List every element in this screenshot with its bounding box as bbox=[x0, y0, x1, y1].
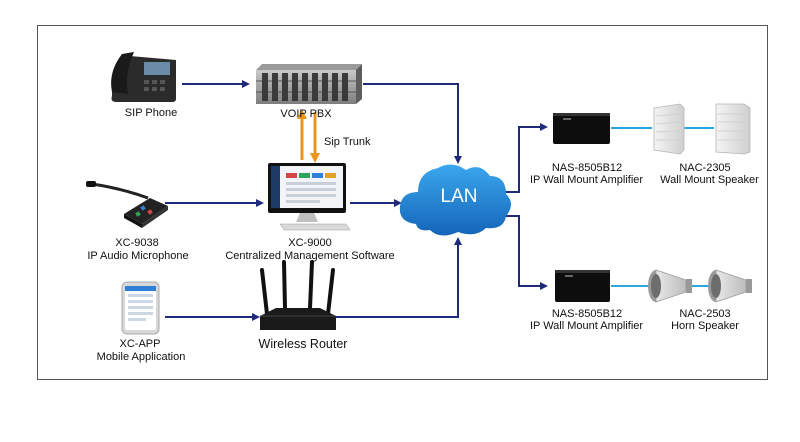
horn-speaker-description-label: Horn Speaker bbox=[671, 320, 739, 332]
gooseneck-microphone-icon bbox=[86, 181, 168, 228]
lan-label: LAN bbox=[440, 186, 478, 207]
pbx-to-lan-link bbox=[363, 83, 462, 164]
xc-9000-description-label: Centralized Management Software bbox=[225, 250, 395, 262]
wireless-router-label: Wireless Router bbox=[258, 337, 348, 351]
xc-9000-model-label: XC-9000 bbox=[288, 237, 332, 249]
amp-bottom-model-label: NAS-8505B12 bbox=[551, 308, 623, 320]
diagram-frame bbox=[37, 25, 768, 380]
lan-to-amp-bottom-link bbox=[503, 215, 548, 290]
sip-phone-label: SIP Phone bbox=[124, 107, 178, 119]
horn-speaker-icon bbox=[708, 269, 752, 303]
lan-to-amp-top-link bbox=[503, 123, 548, 193]
wall-speaker-icon bbox=[653, 103, 685, 155]
router-to-lan-link bbox=[335, 237, 462, 318]
smartphone-icon bbox=[121, 281, 160, 335]
lan-cloud-icon bbox=[399, 164, 511, 236]
amp-bottom-description-label: IP Wall Mount Amplifier bbox=[529, 320, 644, 332]
computer-monitor-icon bbox=[268, 163, 351, 231]
horn-speaker-model-label: NAC-2503 bbox=[679, 308, 731, 320]
connectors bbox=[165, 80, 548, 321]
wall-speaker-description-label: Wall Mount Speaker bbox=[660, 174, 759, 186]
amp-top-model-label: NAS-8505B12 bbox=[551, 162, 623, 174]
xc-9038-model-label: XC-9038 bbox=[115, 237, 159, 249]
amplifier-icon bbox=[555, 270, 610, 302]
pbx-rack-icon bbox=[256, 64, 362, 104]
voip-pbx-label: VOIP PBX bbox=[280, 108, 332, 120]
xc-app-description-label: Mobile Application bbox=[96, 351, 186, 363]
amp-top-description-label: IP Wall Mount Amplifier bbox=[529, 174, 644, 186]
xc-9038-description-label: IP Audio Microphone bbox=[87, 250, 189, 262]
horn-speaker-icon bbox=[648, 269, 692, 303]
wall-speaker-icon bbox=[715, 103, 751, 155]
amplifier-icon bbox=[553, 113, 610, 144]
wireless-router-icon bbox=[260, 260, 336, 330]
desk-phone-icon bbox=[111, 52, 176, 102]
xc-app-model-label: XC-APP bbox=[119, 338, 161, 350]
sip-trunk-arrows bbox=[297, 109, 320, 163]
sip-trunk-label: Sip Trunk bbox=[324, 136, 371, 148]
wall-speaker-model-label: NAC-2305 bbox=[679, 162, 731, 174]
